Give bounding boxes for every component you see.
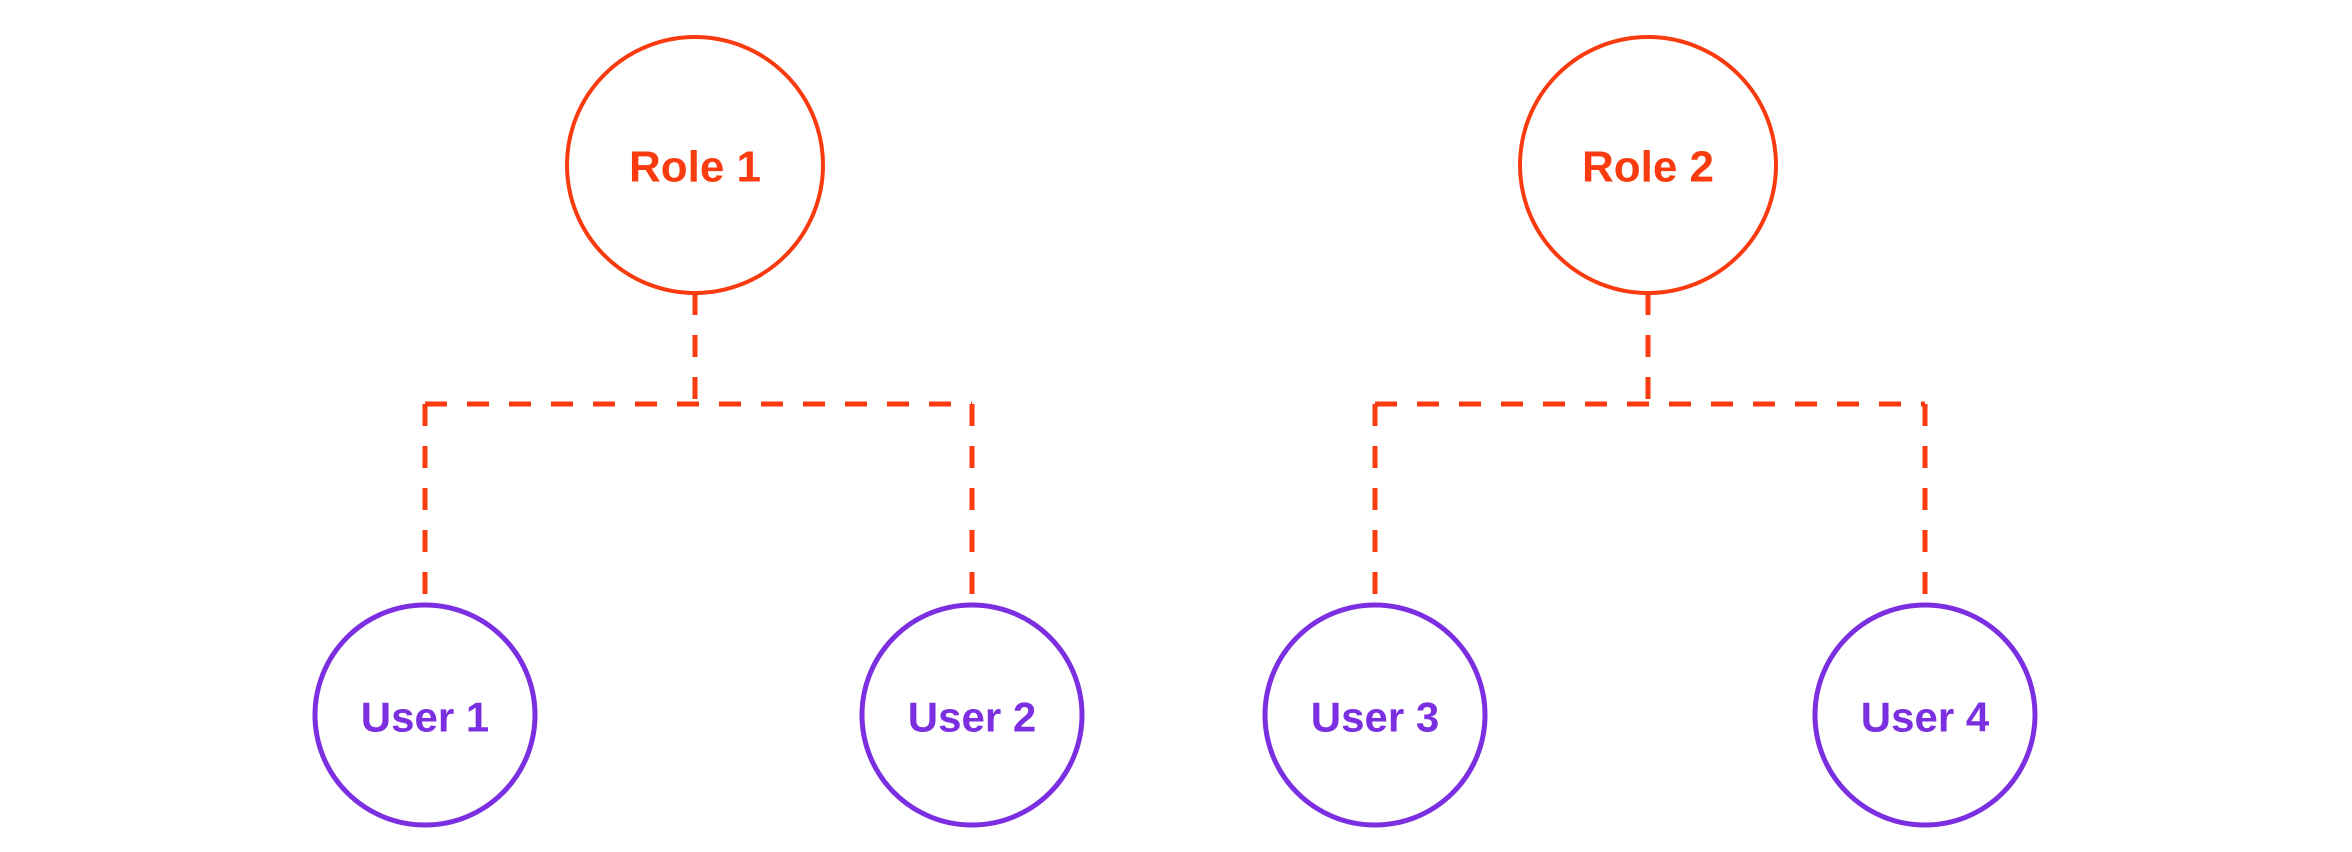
node-user-4[interactable]: User 4: [1812, 602, 2038, 828]
user-4-label: User 4: [1861, 694, 1990, 741]
user-2-circle[interactable]: [859, 602, 1085, 828]
user-2-label: User 2: [908, 694, 1036, 741]
node-user-3[interactable]: User 3: [1262, 602, 1488, 828]
node-role-2[interactable]: Role 2: [1518, 35, 1778, 295]
role-group-2: Role 2 User 3 User 4: [1262, 35, 2038, 828]
node-role-1[interactable]: Role 1: [565, 35, 825, 295]
user-1-circle[interactable]: [312, 602, 538, 828]
user-3-circle[interactable]: [1262, 602, 1488, 828]
role-group-1: Role 1 User 1 User 2: [312, 35, 1085, 828]
node-user-2[interactable]: User 2: [859, 602, 1085, 828]
role-1-circle[interactable]: [565, 35, 825, 295]
node-user-1[interactable]: User 1: [312, 602, 538, 828]
user-4-circle[interactable]: [1812, 602, 2038, 828]
role-1-label: Role 1: [629, 143, 761, 192]
user-3-label: User 3: [1311, 694, 1439, 741]
role-2-label: Role 2: [1582, 143, 1714, 192]
role-2-circle[interactable]: [1518, 35, 1778, 295]
user-1-label: User 1: [361, 694, 489, 741]
